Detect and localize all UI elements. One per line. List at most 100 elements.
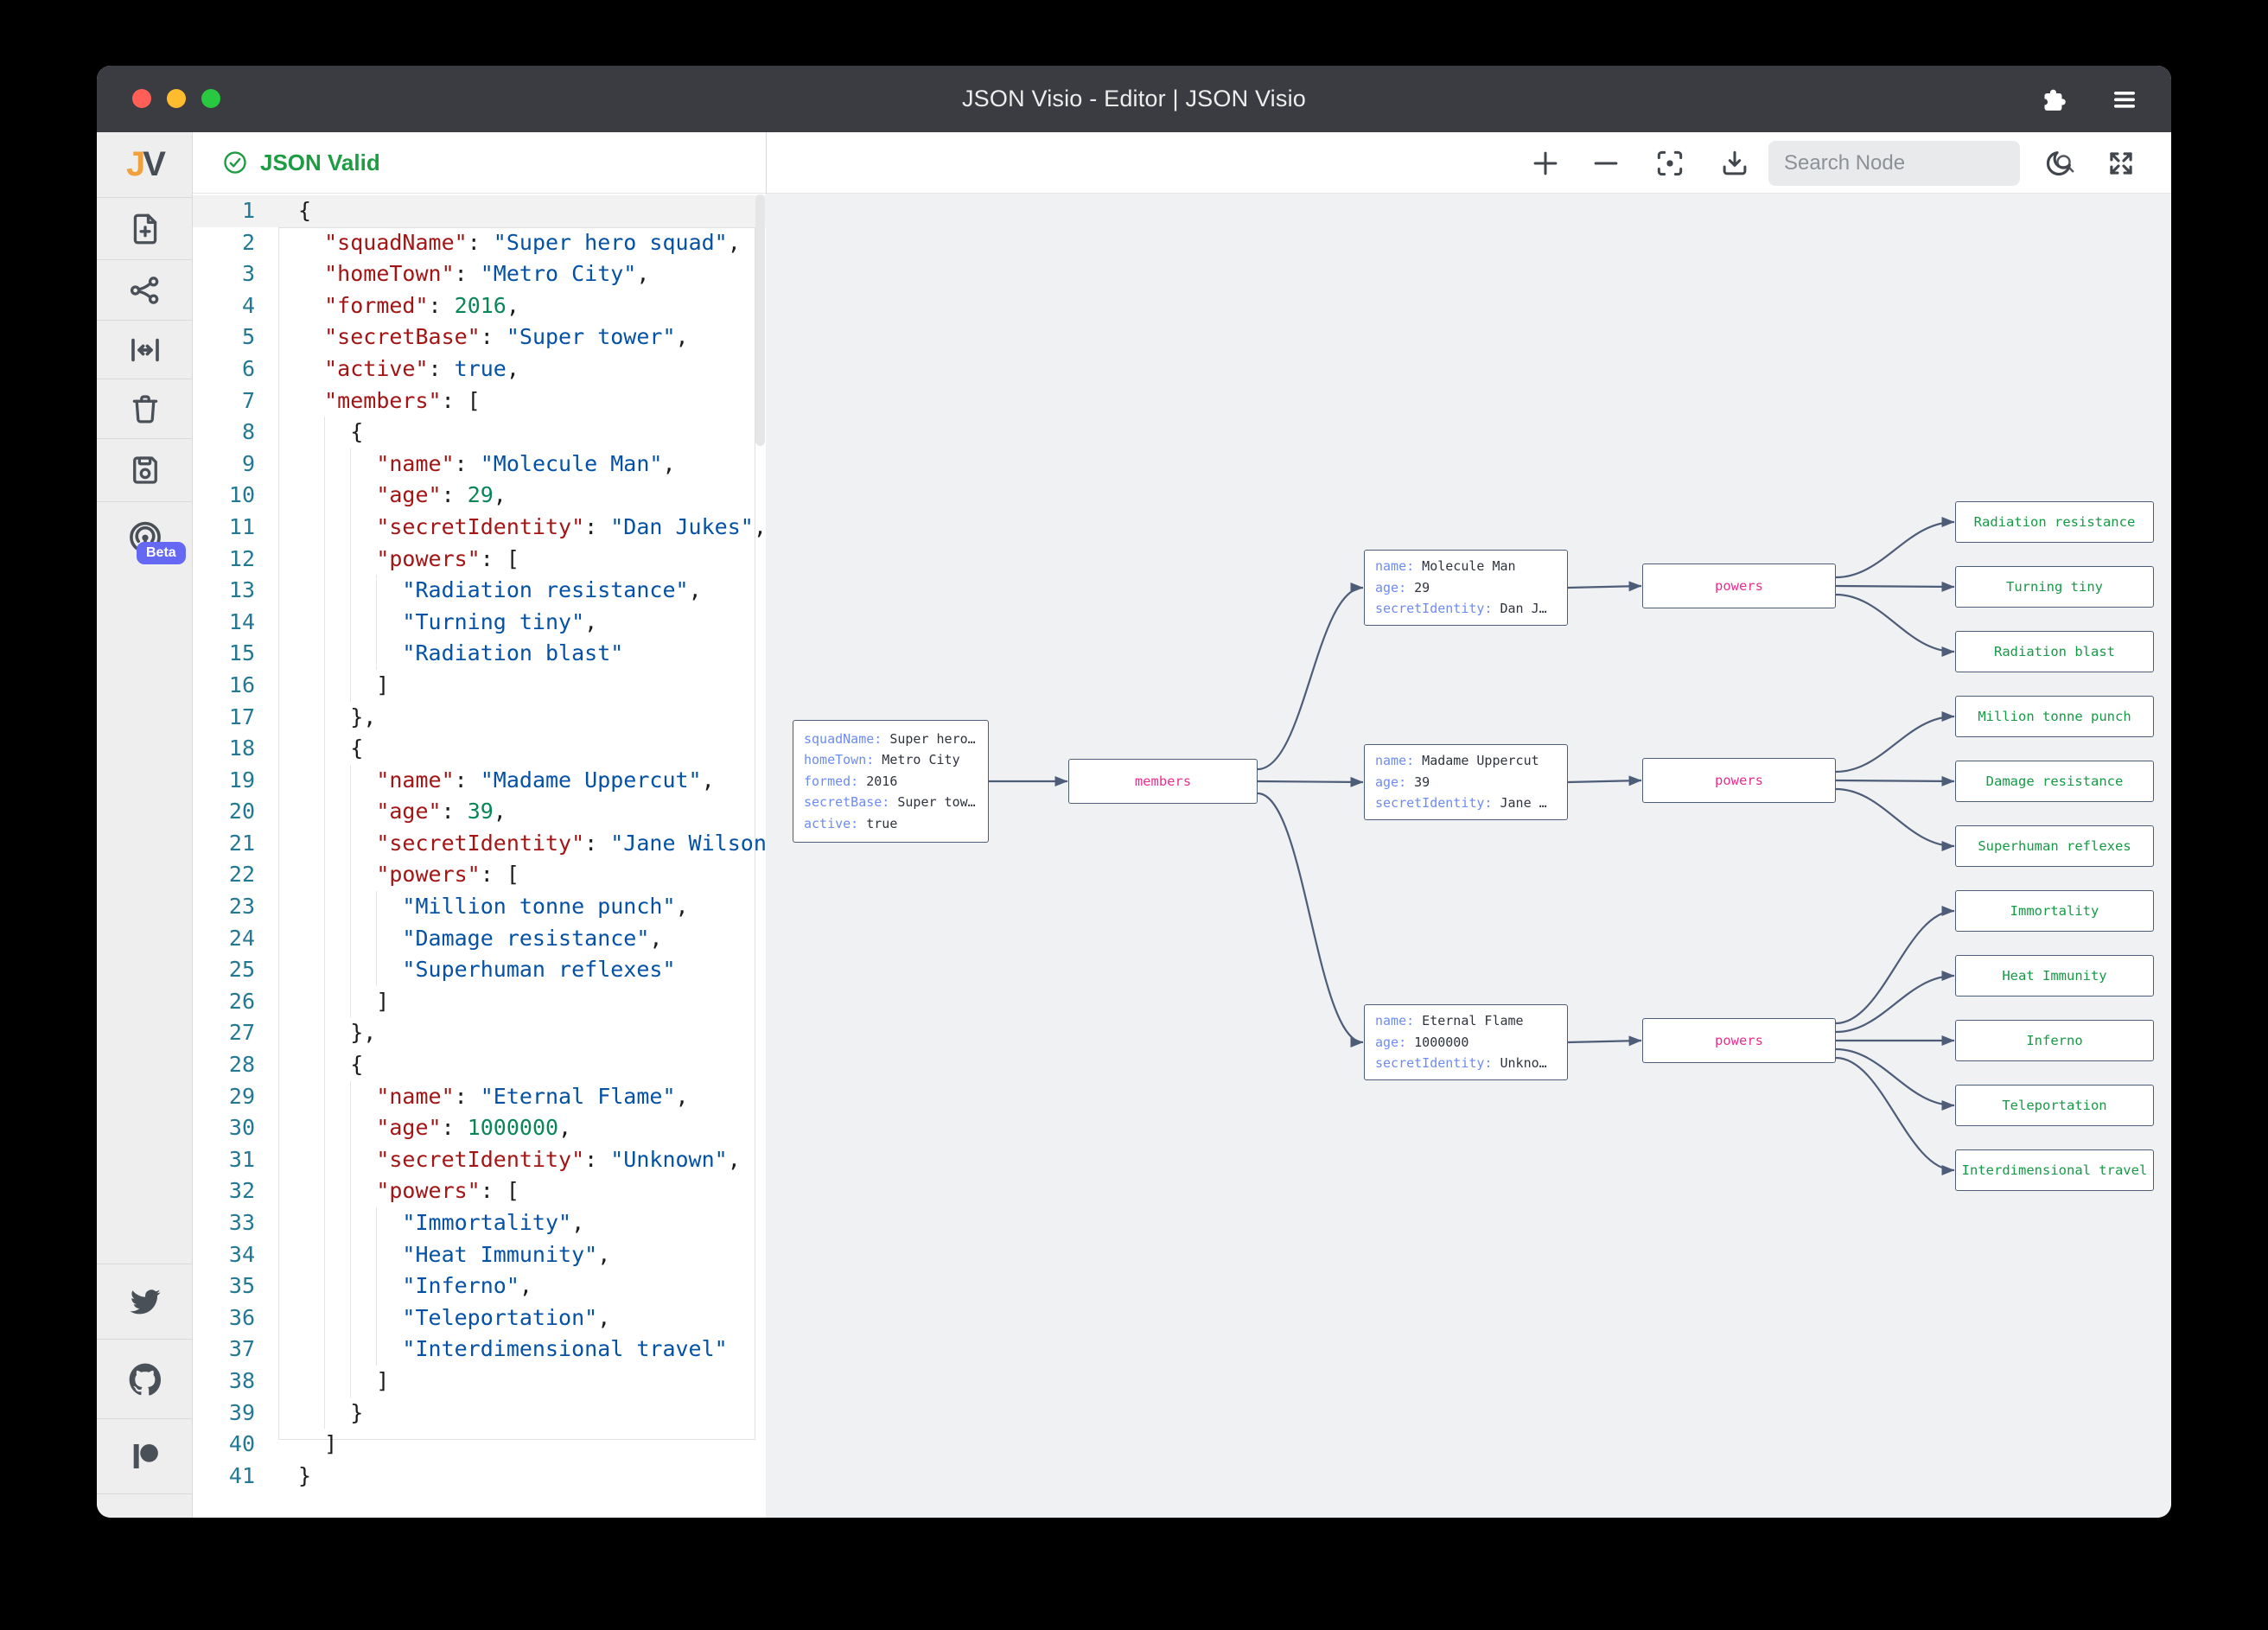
code-line[interactable]: 33 "Immortality", [193, 1207, 766, 1239]
code-line[interactable]: 24 "Damage resistance", [193, 923, 766, 955]
graph-node-leaf-7[interactable]: Heat Immunity [1955, 955, 2154, 996]
code-line[interactable]: 18 { [193, 733, 766, 765]
search-node-input[interactable] [1768, 151, 2052, 175]
code-line[interactable]: 37 "Interdimensional travel" [193, 1334, 766, 1366]
download-button[interactable] [1715, 143, 1755, 183]
indent-guide [324, 449, 325, 481]
menu-hamburger-icon[interactable] [2108, 83, 2141, 116]
line-number: 18 [193, 733, 255, 765]
graph-node-leaf-10[interactable]: Interdimensional travel [1955, 1149, 2154, 1191]
editor-scrollbar[interactable] [755, 194, 765, 446]
graph-view-button[interactable] [97, 259, 193, 320]
trash-icon [127, 391, 163, 427]
graph-node-member-1[interactable]: name: Madame Uppercutage: 39secretIdenti… [1364, 744, 1568, 820]
fullscreen-button[interactable] [2101, 143, 2141, 183]
patreon-link[interactable] [97, 1418, 193, 1493]
code-line[interactable]: 1{ [193, 195, 766, 227]
api-button[interactable]: Beta [97, 501, 193, 575]
code-line[interactable]: 10 "age": 29, [193, 480, 766, 512]
code-line[interactable]: 39 } [193, 1398, 766, 1429]
new-document-button[interactable] [97, 197, 193, 259]
line-number: 12 [193, 544, 255, 576]
graph-node-leaf-3[interactable]: Million tonne punch [1955, 696, 2154, 737]
indent-guide [324, 1334, 325, 1366]
indent-guide [324, 702, 325, 734]
graph-node-leaf-2[interactable]: Radiation blast [1955, 631, 2154, 672]
graph-node-leaf-4[interactable]: Damage resistance [1955, 761, 2154, 802]
dark-mode-toggle[interactable] [2039, 143, 2079, 183]
line-number: 37 [193, 1334, 255, 1366]
code-line[interactable]: 7 "members": [ [193, 385, 766, 417]
code-line[interactable]: 6 "active": true, [193, 353, 766, 385]
graph-node-member-0[interactable]: name: Molecule Manage: 29secretIdentity:… [1364, 550, 1568, 626]
code-line[interactable]: 26 ] [193, 986, 766, 1018]
code-line[interactable]: 12 "powers": [ [193, 544, 766, 576]
github-link[interactable] [97, 1339, 193, 1418]
graph-node-powers-0[interactable]: powers [1642, 563, 1836, 608]
graph-node-leaf-8[interactable]: Inferno [1955, 1020, 2154, 1061]
code-line[interactable]: 3 "homeTown": "Metro City", [193, 258, 766, 290]
code-line[interactable]: 32 "powers": [ [193, 1175, 766, 1207]
code-line[interactable]: 14 "Turning tiny", [193, 607, 766, 639]
code-line[interactable]: 25 "Superhuman reflexes" [193, 954, 766, 986]
graph-node-leaf-6[interactable]: Immortality [1955, 890, 2154, 932]
code-line[interactable]: 17 }, [193, 702, 766, 734]
graph-node-member-2[interactable]: name: Eternal Flameage: 1000000secretIde… [1364, 1004, 1568, 1080]
code-line[interactable]: 11 "secretIdentity": "Dan Jukes", [193, 512, 766, 544]
zoom-in-button[interactable] [1526, 143, 1565, 183]
code-line[interactable]: 40 ] [193, 1429, 766, 1461]
code-line[interactable]: 36 "Teleportation", [193, 1302, 766, 1334]
code-line[interactable]: 29 "name": "Eternal Flame", [193, 1081, 766, 1113]
code-line[interactable]: 15 "Radiation blast" [193, 638, 766, 670]
graph-node-powers-2[interactable]: powers [1642, 1018, 1836, 1063]
code-line[interactable]: 23 "Million tonne punch", [193, 891, 766, 923]
indent-guide [350, 828, 351, 860]
code-line[interactable]: 38 ] [193, 1366, 766, 1398]
line-number: 22 [193, 859, 255, 891]
code-line[interactable]: 22 "powers": [ [193, 859, 766, 891]
graph-node-leaf-5[interactable]: Superhuman reflexes [1955, 825, 2154, 867]
code-line[interactable]: 19 "name": "Madame Uppercut", [193, 765, 766, 797]
code-line[interactable]: 5 "secretBase": "Super tower", [193, 322, 766, 353]
graph-toolbar [767, 132, 2171, 194]
code-line[interactable]: 35 "Inferno", [193, 1270, 766, 1302]
code-line[interactable]: 41} [193, 1461, 766, 1493]
moon-icon [2042, 147, 2075, 180]
code-line[interactable]: 21 "secretIdentity": "Jane Wilson", [193, 828, 766, 860]
twitter-link[interactable] [97, 1264, 193, 1339]
code-line[interactable]: 13 "Radiation resistance", [193, 575, 766, 607]
indent-guide [350, 954, 351, 986]
code-editor[interactable]: 1{2 "squadName": "Super hero squad",3 "h… [193, 195, 766, 1518]
auto-width-button[interactable] [97, 320, 193, 379]
code-line[interactable]: 4 "formed": 2016, [193, 290, 766, 322]
graph-node-root[interactable]: squadName: Super hero…homeTown: Metro Ci… [793, 720, 989, 843]
app-logo[interactable]: JV [97, 132, 193, 197]
graph-node-leaf-1[interactable]: Turning tiny [1955, 566, 2154, 608]
graph-canvas[interactable]: squadName: Super hero…homeTown: Metro Ci… [766, 194, 2171, 1518]
graph-node-leaf-9[interactable]: Teleportation [1955, 1085, 2154, 1126]
graph-node-powers-1[interactable]: powers [1642, 758, 1836, 803]
code-line[interactable]: 34 "Heat Immunity", [193, 1239, 766, 1271]
code-line[interactable]: 27 }, [193, 1017, 766, 1049]
extensions-puzzle-icon[interactable] [2037, 83, 2070, 116]
code-line[interactable]: 8 { [193, 417, 766, 449]
indent-guide [324, 1112, 325, 1144]
indent-guide [350, 986, 351, 1018]
delete-button[interactable] [97, 379, 193, 438]
indent-guide [324, 512, 325, 544]
graph-node-leaf-0[interactable]: Radiation resistance [1955, 501, 2154, 543]
zoom-out-button[interactable] [1586, 143, 1626, 183]
center-view-button[interactable] [1650, 143, 1690, 183]
code-line[interactable]: 28 { [193, 1049, 766, 1081]
code-line[interactable]: 9 "name": "Molecule Man", [193, 449, 766, 481]
search-node-box [1768, 141, 2020, 186]
code-line[interactable]: 20 "age": 39, [193, 796, 766, 828]
code-line[interactable]: 2 "squadName": "Super hero squad", [193, 227, 766, 259]
beta-badge: Beta [137, 542, 186, 564]
indent-guide [350, 1366, 351, 1398]
code-line[interactable]: 30 "age": 1000000, [193, 1112, 766, 1144]
save-button[interactable] [97, 438, 193, 501]
code-line[interactable]: 31 "secretIdentity": "Unknown", [193, 1144, 766, 1176]
code-line[interactable]: 16 ] [193, 670, 766, 702]
graph-node-members[interactable]: members [1068, 759, 1258, 804]
